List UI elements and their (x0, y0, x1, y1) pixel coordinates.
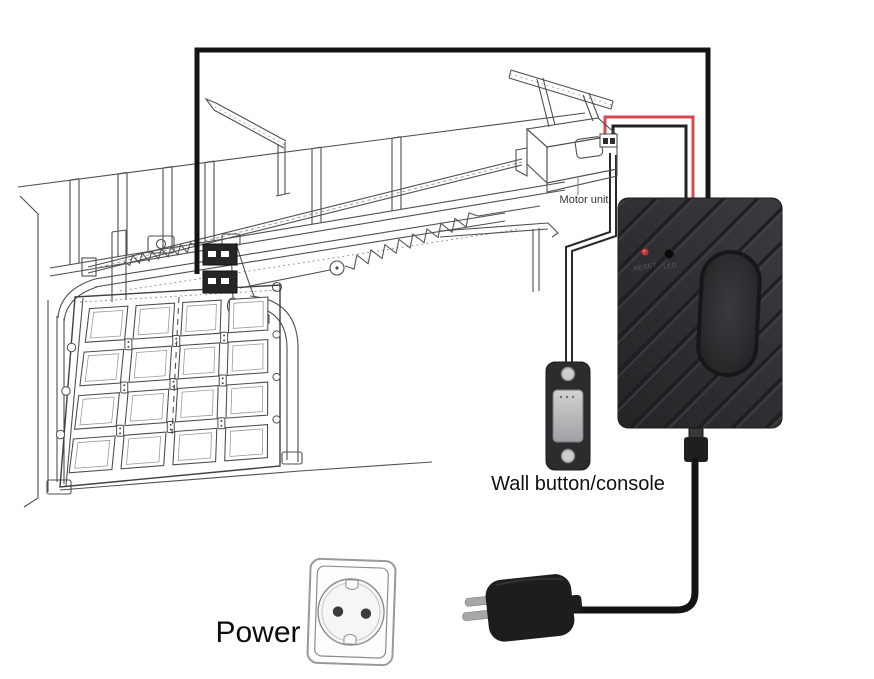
wall-button-wire-1 (565, 153, 611, 363)
rail-header-mount (81, 257, 97, 277)
hanging-straps (536, 77, 600, 128)
reset-label: RESET (633, 262, 658, 273)
receiver-recess (696, 250, 762, 377)
pulley (329, 260, 345, 276)
left-wall-edge (19, 195, 39, 508)
opener-rail (87, 158, 523, 274)
power-plug (462, 574, 583, 642)
sensor-slot (221, 278, 229, 284)
spring-cables (239, 205, 541, 289)
usb-plug-body (684, 437, 708, 462)
door-left-stile (65, 297, 84, 487)
socket-ground-clip-top (345, 579, 359, 591)
floor-line (59, 461, 433, 491)
door-top-strut (79, 289, 280, 303)
sensor-slot (208, 278, 216, 284)
spring-anchor-knob (155, 238, 167, 250)
socket-recess (317, 578, 385, 646)
track-foot-right (281, 451, 303, 465)
center-release-rope (171, 296, 180, 435)
motor-left-face (526, 127, 548, 185)
vertical-track-left (56, 316, 65, 484)
button-dot (565, 395, 569, 399)
opener-chain (87, 161, 523, 271)
motor-wire-black (611, 124, 688, 199)
wall-studs (69, 136, 402, 265)
plug-prong-bottom (462, 610, 491, 621)
plug-body (485, 574, 575, 642)
socket-hole-left (332, 606, 344, 617)
wall-button-wire-2 (571, 155, 617, 363)
safety-sensor (202, 243, 238, 294)
ceiling-bracket-left (204, 97, 291, 197)
bracket-perforations (214, 106, 286, 146)
power-socket (306, 557, 397, 667)
sensor-box-bottom (202, 270, 238, 294)
led-indicator (663, 248, 675, 260)
wall-button-screw-top (560, 366, 576, 382)
motor-rail-hub (515, 147, 528, 177)
power-cable (568, 457, 699, 614)
led-label: LED (663, 262, 678, 271)
button-dot (571, 395, 575, 399)
motor-unit (515, 117, 619, 195)
header-tube (49, 181, 566, 277)
sensor-wire (194, 47, 711, 274)
wall-push-button (552, 389, 584, 443)
ceiling-line (17, 112, 586, 188)
horizontal-track (94, 212, 506, 288)
reset-button-dot (641, 248, 649, 256)
socket-ground-clip-bottom (343, 633, 357, 645)
door-panels (55, 296, 281, 474)
wall-button (545, 361, 591, 471)
reset-dot-glint (642, 249, 646, 253)
perforated-angle (119, 228, 521, 292)
socket-hole-right (360, 608, 372, 619)
rear-track-frame (439, 222, 559, 292)
extension-springs (123, 212, 479, 270)
wall-button-screw-bottom (560, 448, 576, 464)
receiver-box: RESET LED (617, 197, 783, 462)
track-curve-left (57, 278, 98, 323)
ceiling-bar-perforations (509, 73, 613, 106)
cable-drum (271, 281, 283, 293)
sensor-box-top (202, 243, 238, 266)
plug-cable-boot (567, 594, 583, 613)
sensor-slot (208, 251, 216, 257)
terminal-slot (610, 138, 615, 144)
garage-interior-drawing (17, 69, 614, 508)
motor-unit-label: Motor unit (559, 194, 609, 206)
power-label: Power (215, 616, 301, 649)
plug-highlight (495, 577, 564, 587)
track-foot-left (46, 479, 72, 495)
pulley-axle (335, 266, 339, 270)
wall-button-label: Wall button/console (491, 473, 665, 495)
sensor-slot (221, 251, 229, 257)
button-dot (559, 395, 563, 399)
terminal-slot (603, 138, 608, 144)
ceiling-angle-bar (508, 69, 614, 110)
spring-anchor-bracket (147, 235, 175, 254)
motor-wire-red (603, 115, 695, 199)
motor-bottom-lip (546, 168, 618, 193)
garage-door (55, 284, 281, 488)
usb-plug-nub (688, 427, 704, 439)
